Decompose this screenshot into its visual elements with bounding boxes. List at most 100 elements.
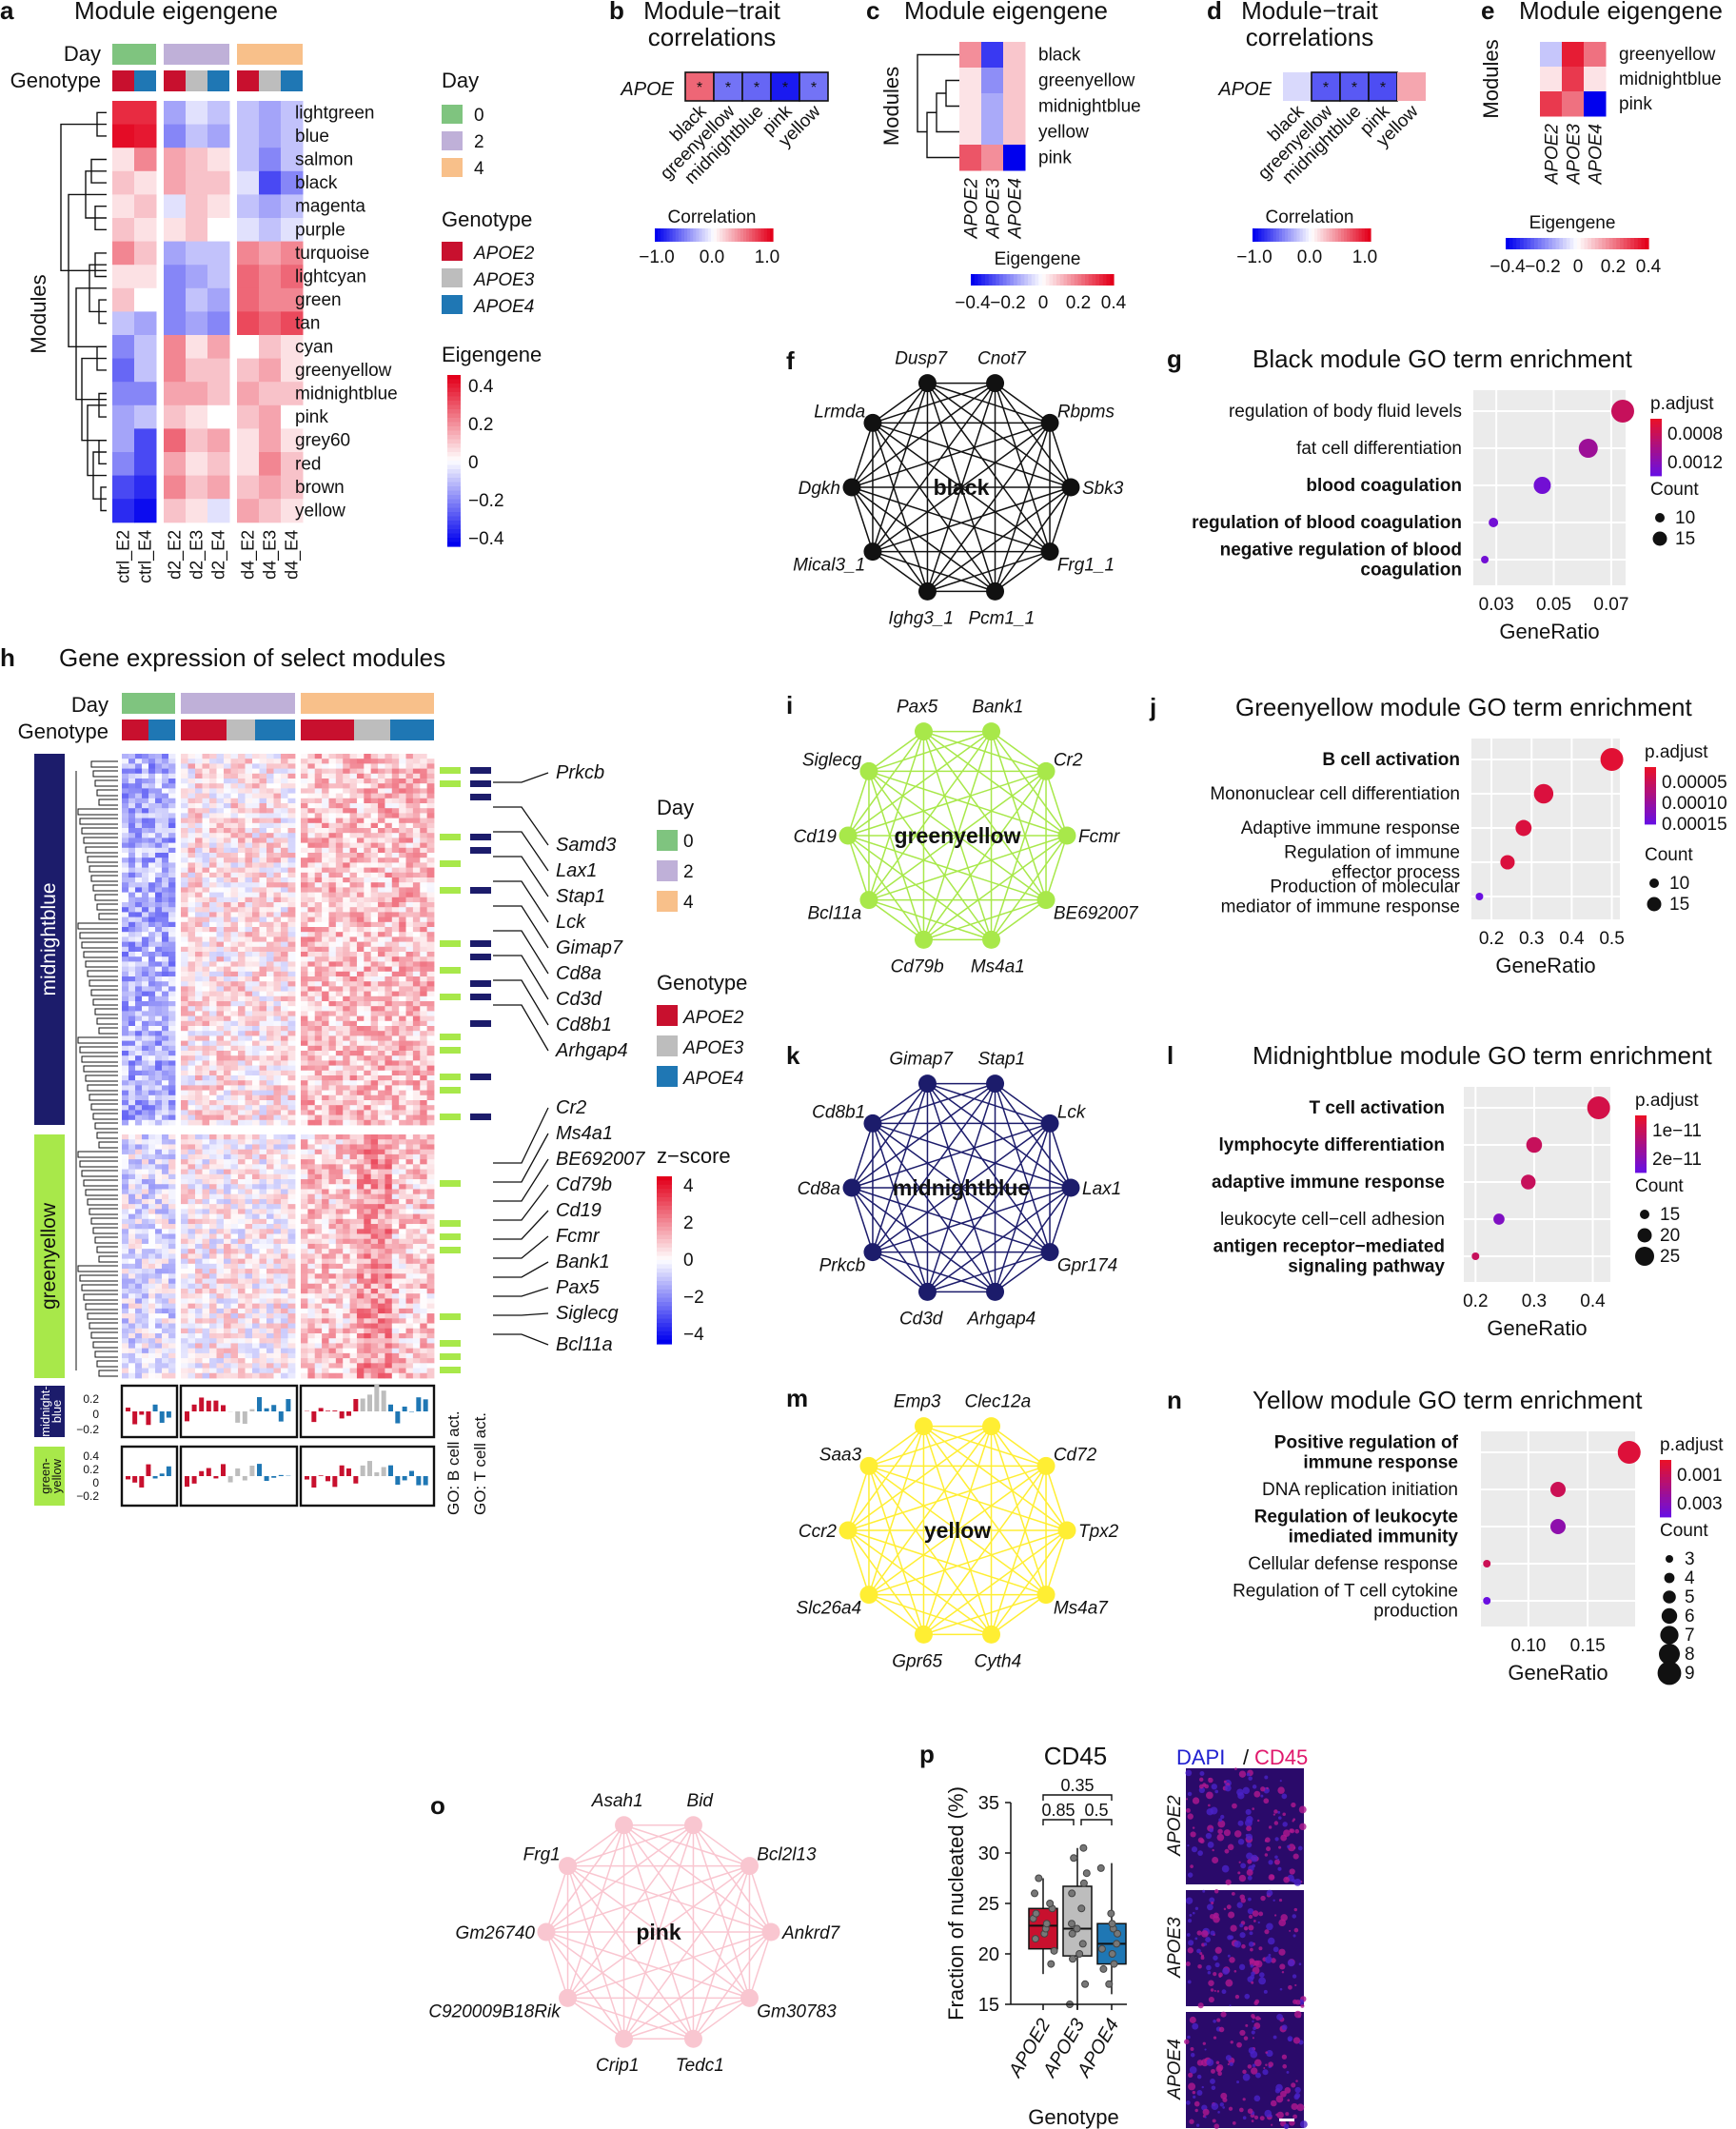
heatmap-cell xyxy=(378,1184,385,1190)
heatmap-cell xyxy=(155,803,163,809)
heatmap-cell xyxy=(195,1020,203,1027)
heatmap-cell xyxy=(122,858,129,863)
heatmap-cell xyxy=(322,788,329,794)
heatmap-cell xyxy=(128,956,136,962)
heatmap-cell xyxy=(322,1134,329,1140)
heatmap-cell xyxy=(259,1090,267,1096)
heatmap-cell xyxy=(420,1026,428,1032)
heatmap-cell xyxy=(230,1134,239,1140)
heatmap-cell xyxy=(314,912,323,917)
heatmap-cell xyxy=(224,1153,231,1160)
colorbar-step xyxy=(1299,228,1304,242)
heatmap-cell xyxy=(356,1134,365,1140)
heatmap-cell xyxy=(287,858,296,863)
heatmap-cell xyxy=(216,907,225,913)
column-label: APOE4 xyxy=(1587,124,1607,185)
heatmap-cell xyxy=(238,1080,246,1086)
heatmap-cell xyxy=(307,818,316,824)
heatmap-cell xyxy=(322,803,329,809)
network-edge xyxy=(851,1187,929,1292)
heatmap-cell xyxy=(370,853,379,858)
network-node xyxy=(615,2029,634,2048)
heatmap-cell xyxy=(314,1193,323,1200)
heatmap-cell xyxy=(301,858,308,863)
heatmap-cell xyxy=(209,927,217,933)
heatmap-cell xyxy=(405,902,414,908)
heatmap-cell xyxy=(245,1011,253,1016)
heatmap-cell xyxy=(162,902,169,908)
heatmap-cell xyxy=(128,946,136,953)
heatmap-cell xyxy=(207,499,230,523)
heatmap-cell xyxy=(259,1015,267,1022)
heatmap-cell xyxy=(370,1045,379,1052)
network-node xyxy=(1061,1178,1080,1197)
heatmap-cell xyxy=(142,822,149,829)
heatmap-cell xyxy=(259,907,267,913)
network-edge xyxy=(872,1251,996,1293)
heatmap-cell xyxy=(224,813,231,818)
heatmap-cell xyxy=(168,1134,176,1140)
network-edges xyxy=(847,730,1068,941)
heatmap-cell xyxy=(224,847,231,854)
heatmap-cell xyxy=(420,847,428,854)
heatmap-cell xyxy=(364,1134,372,1140)
heatmap-cell xyxy=(405,1011,414,1016)
network-node xyxy=(683,1816,702,1835)
colorbar-step xyxy=(666,228,671,242)
colorbar-step xyxy=(1527,238,1531,249)
heatmap-cell xyxy=(981,145,1004,171)
heatmap-cell xyxy=(266,956,274,962)
heatmap-cell xyxy=(224,936,231,942)
heatmap-cell xyxy=(281,858,288,863)
heatmap-cell xyxy=(378,912,385,917)
network-edge xyxy=(868,898,992,941)
colorbar-step xyxy=(447,495,461,501)
heatmap-cell xyxy=(301,803,308,809)
heatmap-cell xyxy=(216,838,225,843)
heatmap-cell xyxy=(252,1173,260,1180)
heatmap-cell xyxy=(155,946,163,953)
heatmap-cell xyxy=(142,858,149,863)
heatmap-cell xyxy=(195,838,203,843)
heatmap-cell xyxy=(238,867,246,874)
heatmap-cell xyxy=(142,991,149,997)
heatmap-cell xyxy=(405,952,414,957)
heatmap-cell xyxy=(230,759,239,764)
heatmap-cell xyxy=(412,1051,421,1056)
heatmap-cell xyxy=(281,838,288,843)
heatmap-cell xyxy=(364,853,372,858)
heatmap-cell xyxy=(328,976,337,982)
day-annotation-cell xyxy=(134,44,156,65)
heatmap-cell xyxy=(349,921,358,928)
heatmap-cell xyxy=(134,358,157,383)
heatmap-cell xyxy=(356,1015,365,1022)
heatmap-cell xyxy=(378,991,385,997)
heatmap-cell xyxy=(370,1134,379,1140)
heatmap-cell xyxy=(343,991,350,997)
heatmap-cell xyxy=(252,1075,260,1081)
heatmap-cell xyxy=(142,1110,149,1115)
legend-eigengene-tick: −0.4 xyxy=(1489,257,1526,277)
heatmap-cell xyxy=(148,1153,156,1160)
network-gene-label: C920009B18Rik xyxy=(428,2001,562,2021)
heatmap-cell xyxy=(245,1198,253,1205)
heatmap-cell xyxy=(216,986,225,992)
heatmap-cell xyxy=(266,1011,274,1016)
heatmap-cell xyxy=(209,1035,217,1041)
heatmap-cell xyxy=(252,798,260,804)
colorbar-step xyxy=(447,418,461,424)
heatmap-cell xyxy=(328,1149,337,1155)
heatmap-cell xyxy=(245,803,253,809)
heatmap-cell xyxy=(142,1090,149,1096)
heatmap-cell xyxy=(391,1134,400,1140)
heatmap-cell xyxy=(378,892,385,898)
heatmap-cell xyxy=(224,1085,231,1091)
heatmap-cell xyxy=(202,1100,210,1106)
heatmap-cell xyxy=(238,946,246,953)
colorbar-step xyxy=(447,507,461,513)
heatmap-cell xyxy=(314,961,323,967)
heatmap-cell xyxy=(266,1015,274,1022)
heatmap-cell xyxy=(148,892,156,898)
heatmap-cell xyxy=(1003,119,1026,146)
heatmap-cell xyxy=(230,1020,239,1027)
